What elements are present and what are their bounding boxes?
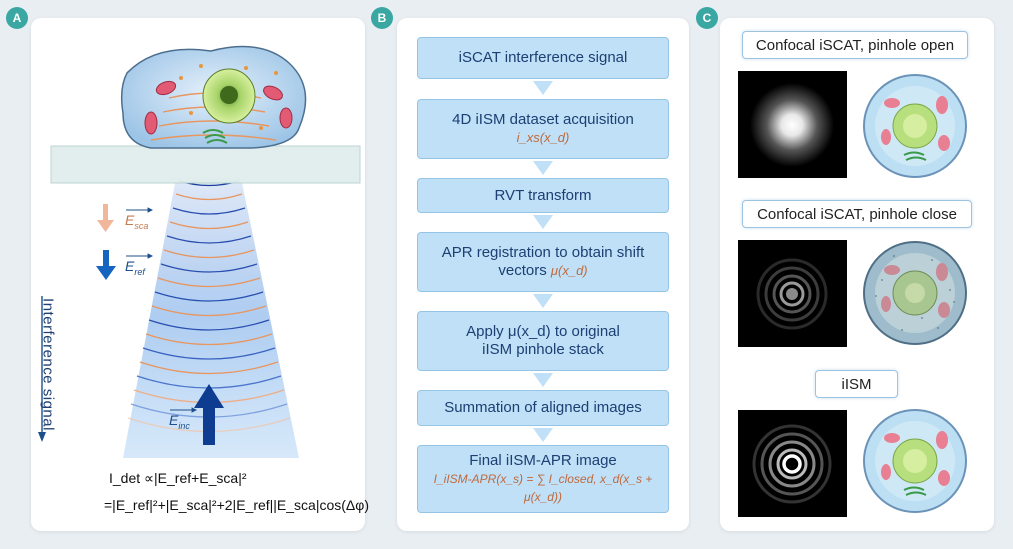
flow-arrow-1 (533, 81, 553, 95)
e-inc-label: Einc (169, 412, 190, 431)
cell-illustration-sharp-iism (863, 409, 967, 513)
coverslip (50, 145, 361, 184)
vector-overlines (126, 207, 198, 413)
psf-image-airy-pattern (738, 410, 847, 517)
equation-line-2: =|E_ref|²+|E_sca|²+2|E_ref||E_sca|cos(Δφ… (104, 497, 370, 513)
flow-step-3: RVT transform (417, 178, 669, 213)
cell-illustration-sharp (863, 74, 967, 178)
e-ref-label: Eref (125, 258, 145, 277)
psf-image-blurred-spot (738, 71, 847, 178)
e-sca-label: Esca (125, 212, 149, 231)
panel-a: Esca Eref Einc Interference signal I_det… (31, 18, 369, 531)
e-inc-arrow (194, 384, 224, 445)
flow-step-1: iSCAT interference signal (417, 37, 669, 79)
flow-step-6: Summation of aligned images (417, 390, 669, 426)
wavefronts (127, 180, 291, 433)
row-title-pinhole-open: Confocal iSCAT, pinhole open (742, 31, 968, 59)
flow-arrow-2 (533, 161, 553, 175)
flow-arrow-6 (533, 428, 553, 442)
panel-b: iSCAT interference signal 4D iISM datase… (397, 18, 689, 531)
equation-line-1: I_det ∝|E_ref+E_sca|² (109, 470, 247, 486)
panel-c-badge: C (696, 7, 718, 29)
e-sca-arrow (97, 204, 114, 232)
flow-step-7: Final iISM-APR image I_iISM-APR(x_s) = ∑… (417, 445, 669, 513)
interference-illustration (38, 45, 361, 458)
light-beam (123, 178, 299, 458)
flow-arrow-5 (533, 373, 553, 387)
flow-step-2: 4D iISM dataset acquisition i_xs(x_d) (417, 99, 669, 159)
panel-b-badge: B (371, 7, 393, 29)
panel-c: Confocal iSCAT, pinhole open Confocal iS… (720, 18, 994, 531)
psf-image-ring-pattern (738, 240, 847, 347)
flow-arrow-4 (533, 294, 553, 308)
cell-illustration (120, 45, 307, 149)
flow-arrow-3 (533, 215, 553, 229)
cell-illustration-noisy (863, 241, 967, 345)
row-title-pinhole-close: Confocal iSCAT, pinhole close (742, 200, 972, 228)
e-ref-arrow (96, 250, 116, 280)
interference-signal-label: Interference signal (39, 298, 57, 431)
interference-signal-axis (38, 296, 46, 442)
panel-a-badge: A (6, 7, 28, 29)
row-title-iism: iISM (815, 370, 898, 398)
flow-step-4: APR registration to obtain shift vectors… (417, 232, 669, 292)
flow-step-5: Apply μ(x_d) to original iISM pinhole st… (417, 311, 669, 371)
